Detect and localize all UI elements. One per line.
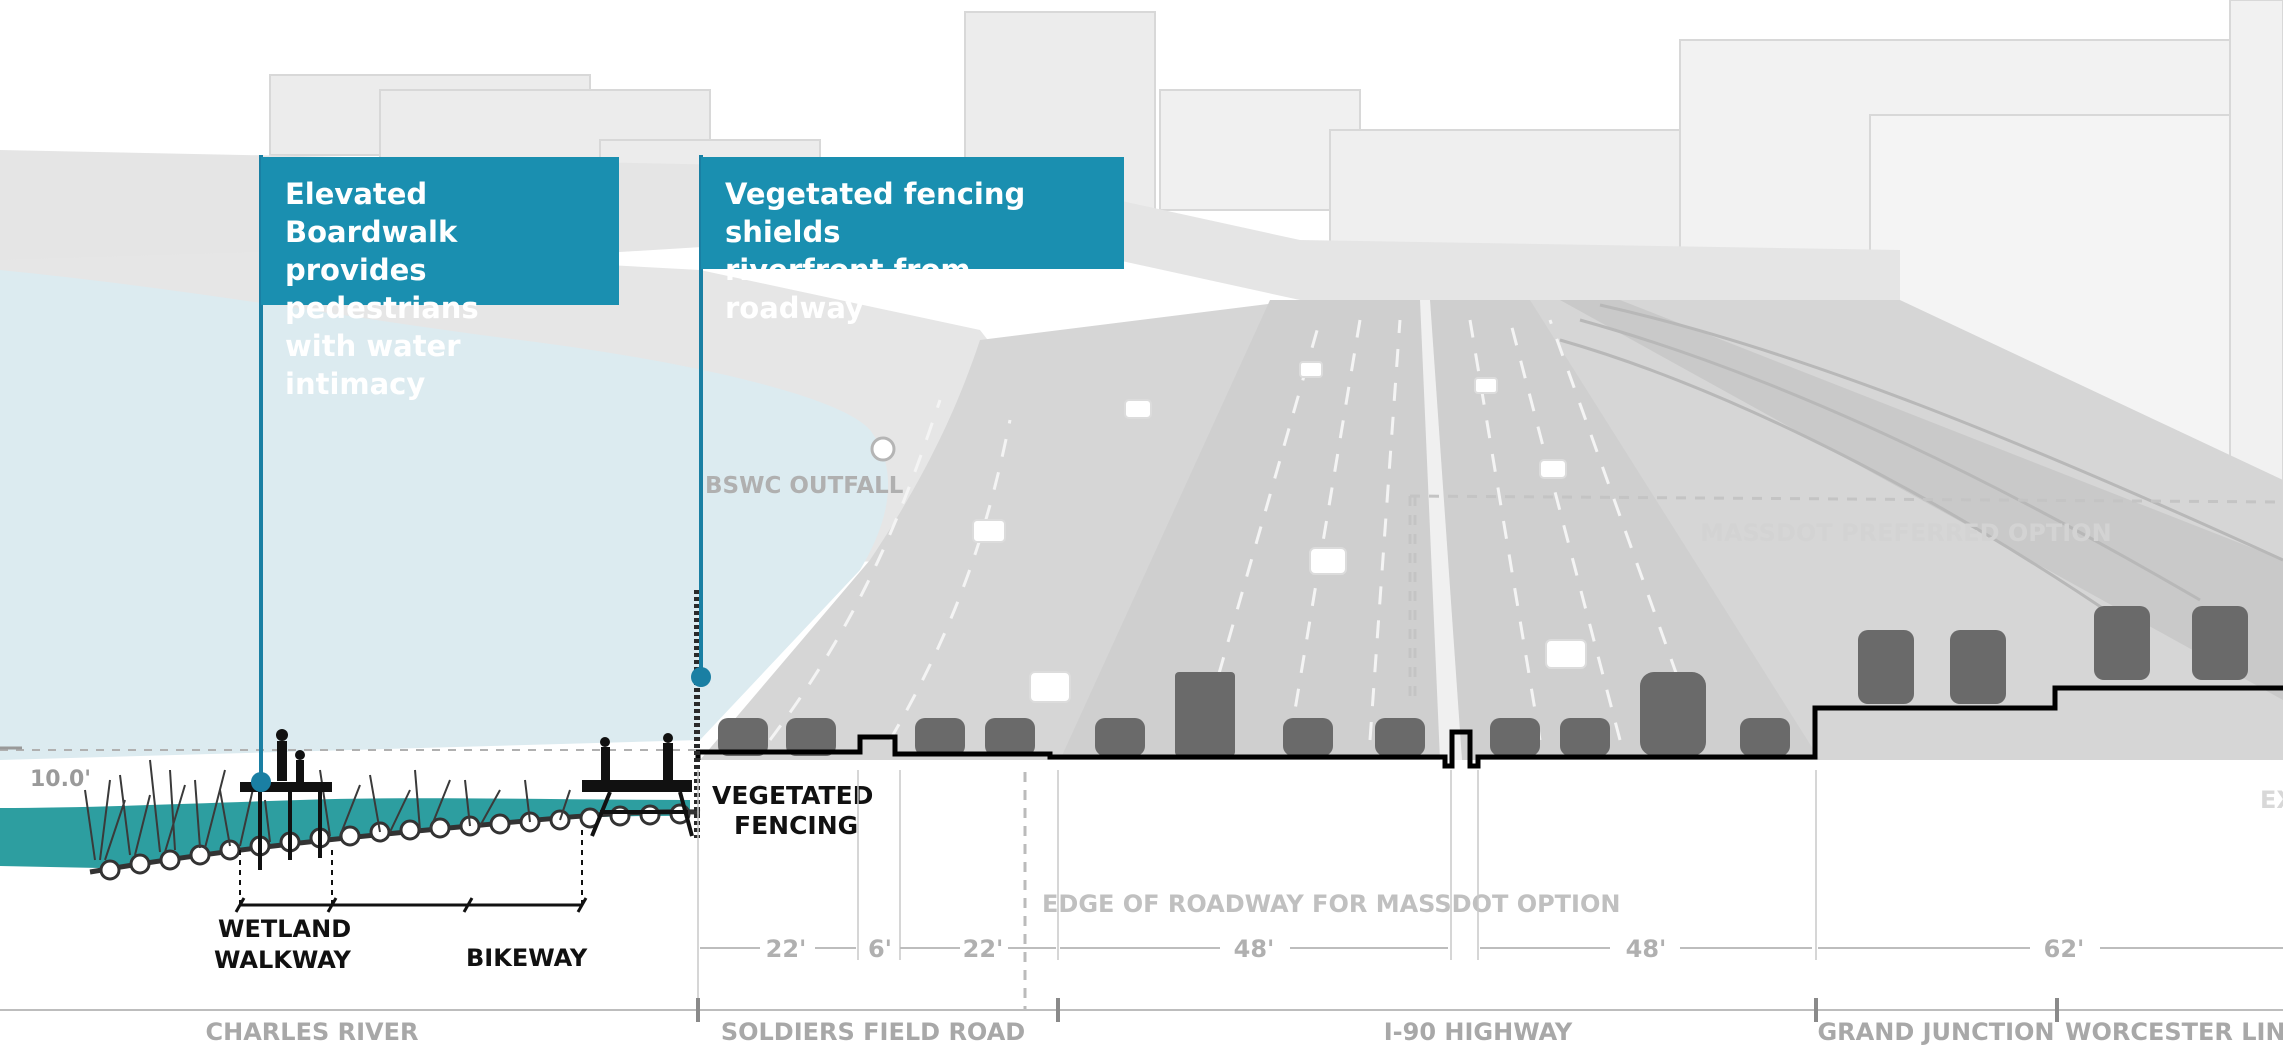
- wetland-label-1: WETLAND: [218, 915, 351, 943]
- boardwalk-callout-line-2: provides pedestrians: [285, 253, 479, 325]
- distant-cars: [972, 361, 1587, 703]
- section-ground-line: [695, 685, 2283, 769]
- dimension-48a: 48': [1234, 935, 1275, 963]
- dimension-22a: 22': [766, 935, 807, 963]
- fencing-leader-dot: [691, 667, 711, 687]
- bikeway-label: BIKEWAY: [466, 944, 588, 972]
- zone-worcester-line: WORCESTER LINE: [2065, 1018, 2283, 1046]
- dimension-6: 6': [868, 935, 892, 963]
- boardwalk-leader-dot: [251, 772, 271, 792]
- boardwalk-callout-line-3: with water intimacy: [285, 329, 461, 401]
- dimension-48b: 48': [1626, 935, 1667, 963]
- vegetated-fencing-label-2: FENCING: [734, 811, 858, 840]
- zone-i90-highway: I-90 HIGHWAY: [1384, 1018, 1573, 1046]
- rail-corridor: [1560, 300, 2283, 700]
- boardwalk-callout-line-1: Elevated Boardwalk: [285, 177, 458, 249]
- wetland-label-2: WALKWAY: [214, 946, 352, 974]
- dimension-guides: [697, 770, 1817, 1010]
- ex-partial-label: EX: [2260, 786, 2283, 814]
- rail-lines: [1559, 303, 2283, 622]
- fencing-callout-line-1: Vegetated fencing shields: [725, 177, 1026, 249]
- bswc-outfall-label: BSWC OUTFALL: [705, 473, 904, 499]
- bswc-outfall-marker: [870, 436, 896, 462]
- fencing-callout-line-2: riverfront from roadway: [725, 253, 971, 325]
- fencing-callout: Vegetated fencing shields riverfront fro…: [701, 157, 1124, 325]
- people-silhouettes: [276, 729, 673, 782]
- bikeway-dimension: [234, 830, 588, 913]
- vegetated-fencing-label-1: VEGETATED: [712, 781, 873, 810]
- zone-soldiers-field-road: SOLDIERS FIELD ROAD: [721, 1018, 1025, 1046]
- boardwalk-platform: [240, 782, 332, 870]
- vehicles-section: [718, 606, 2248, 756]
- massdot-preferred-label: MASSDOT PREFERRED OPTION: [1700, 519, 2112, 547]
- elevation-label: 10.0': [30, 767, 91, 792]
- bikeway-structure: [582, 780, 694, 837]
- zone-charles-river: CHARLES RIVER: [206, 1018, 419, 1046]
- massdot-option-outline: [1408, 494, 2283, 700]
- lane-markings: [768, 319, 1702, 741]
- median-strip: [1420, 300, 1462, 760]
- dimension-22b: 22': [963, 935, 1004, 963]
- river-water: [0, 270, 889, 760]
- wetland-grasses: [84, 759, 571, 861]
- riprap-stones: [99, 803, 691, 881]
- zone-dividers: [696, 998, 2059, 1022]
- edge-of-roadway-label: EDGE OF ROADWAY FOR MASSDOT OPTION: [1042, 890, 1620, 918]
- dimension-62: 62': [2044, 935, 2085, 963]
- boardwalk-callout: Elevated Boardwalk provides pedestrians …: [261, 157, 619, 401]
- zone-grand-junction: GRAND JUNCTION: [1817, 1018, 2054, 1046]
